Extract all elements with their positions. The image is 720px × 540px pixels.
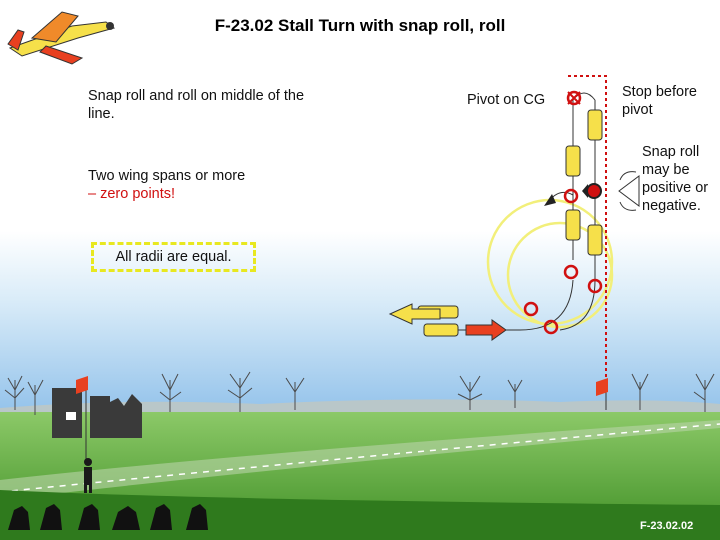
snap-roll-symbol <box>619 172 639 211</box>
entry-arrow <box>466 320 506 340</box>
plane-up-1 <box>566 146 580 176</box>
plane-down-1 <box>588 110 602 140</box>
plane-down-2 <box>588 225 602 255</box>
plane-entry <box>424 324 458 336</box>
figure-code: F-23.02.02 <box>640 520 693 532</box>
judges-row <box>8 504 208 530</box>
marker-circle <box>565 266 577 278</box>
marker-circle <box>525 303 537 315</box>
judge-flag-right <box>596 378 608 410</box>
judge-flag-left <box>76 376 88 460</box>
snap-roll-marker <box>587 184 601 198</box>
pilot-figure <box>84 458 92 493</box>
marker-circle <box>565 190 577 202</box>
plane-up-2 <box>566 210 580 240</box>
radius-circle-outer <box>488 200 612 324</box>
